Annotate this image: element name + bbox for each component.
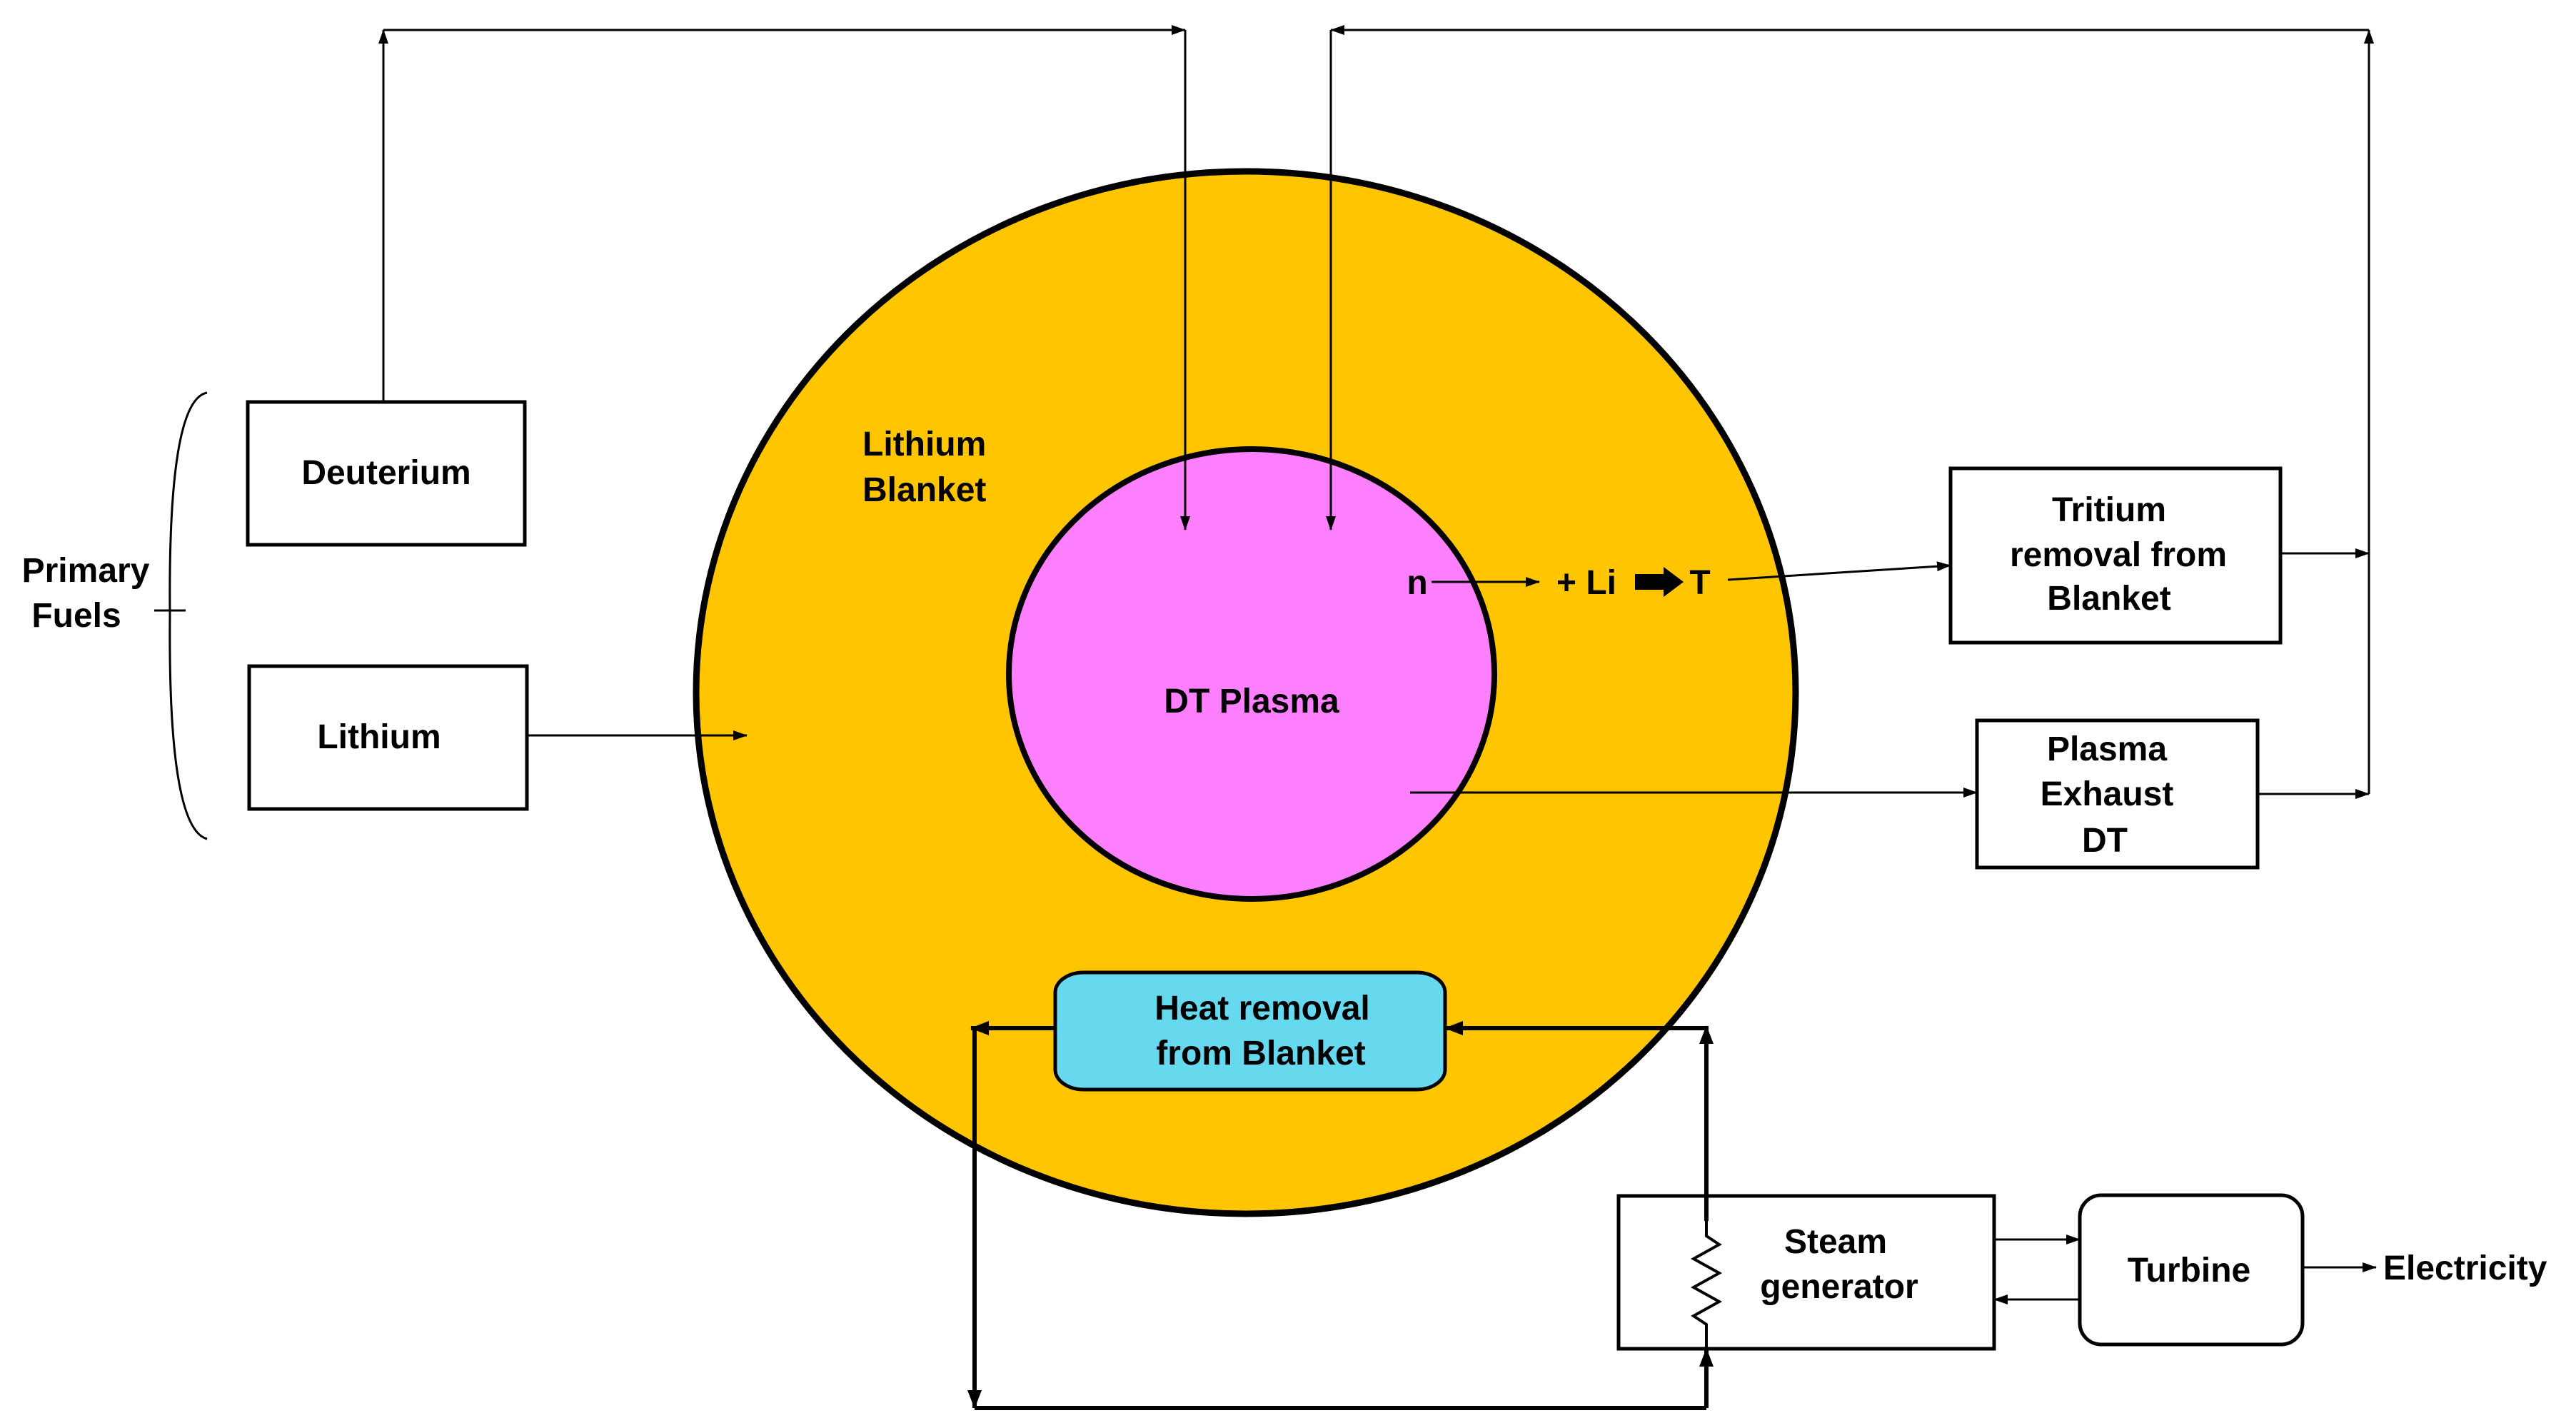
reaction-lithium-label: + Li [1556, 564, 1616, 602]
reaction-neutron-label: n [1407, 564, 1427, 602]
steam-generator-box [1616, 1194, 1996, 1351]
tritium-to-removal-arrow [1727, 561, 1951, 581]
dt-plasma [1006, 446, 1497, 902]
plasma-exhaust-label-line2: Exhaust [2041, 775, 2174, 813]
plasma-exhaust-label-line1: Plasma [2047, 730, 2167, 768]
primary-fuels-label-line2: Fuels [31, 597, 121, 635]
steam-generator-label-line1: Steam [1784, 1223, 1887, 1261]
turbine-label: Turbine [2128, 1252, 2250, 1289]
steam-coil [1690, 1221, 1723, 1349]
heat-removal-label-line1: Heat removal [1154, 990, 1369, 1027]
tritium-removal-label-line2: removal from [2010, 536, 2227, 574]
plasma-label: DT Plasma [1164, 683, 1339, 720]
reaction-yield-arrow [1635, 567, 1684, 597]
blanket-label-line2: Blanket [862, 471, 986, 509]
heat-removal-label-line2: from Blanket [1156, 1035, 1365, 1072]
blanket-label-line1: Lithium [862, 426, 986, 463]
deuterium-box [246, 400, 527, 547]
steam-generator-label-line2: generator [1760, 1268, 1918, 1306]
primary-fuels-label-line1: Primary [22, 552, 150, 590]
electricity-label: Electricity [2383, 1249, 2547, 1287]
plasma-exhaust-box [1975, 718, 2260, 870]
primary-fuels-brace [168, 391, 208, 840]
plasma-exhaust-label-line3: DT [2082, 822, 2128, 860]
tritium-removal-box [1948, 466, 2283, 645]
lithium-label: Lithium [317, 718, 441, 756]
tritium-removal-label-line3: Blanket [2047, 580, 2170, 618]
reaction-tritium-label: T [1689, 564, 1710, 602]
tritium-removal-label-line1: Tritium [2052, 491, 2166, 529]
lithium-box [247, 664, 529, 811]
deuterium-label: Deuterium [301, 454, 471, 492]
turbine-box [2078, 1193, 2305, 1347]
